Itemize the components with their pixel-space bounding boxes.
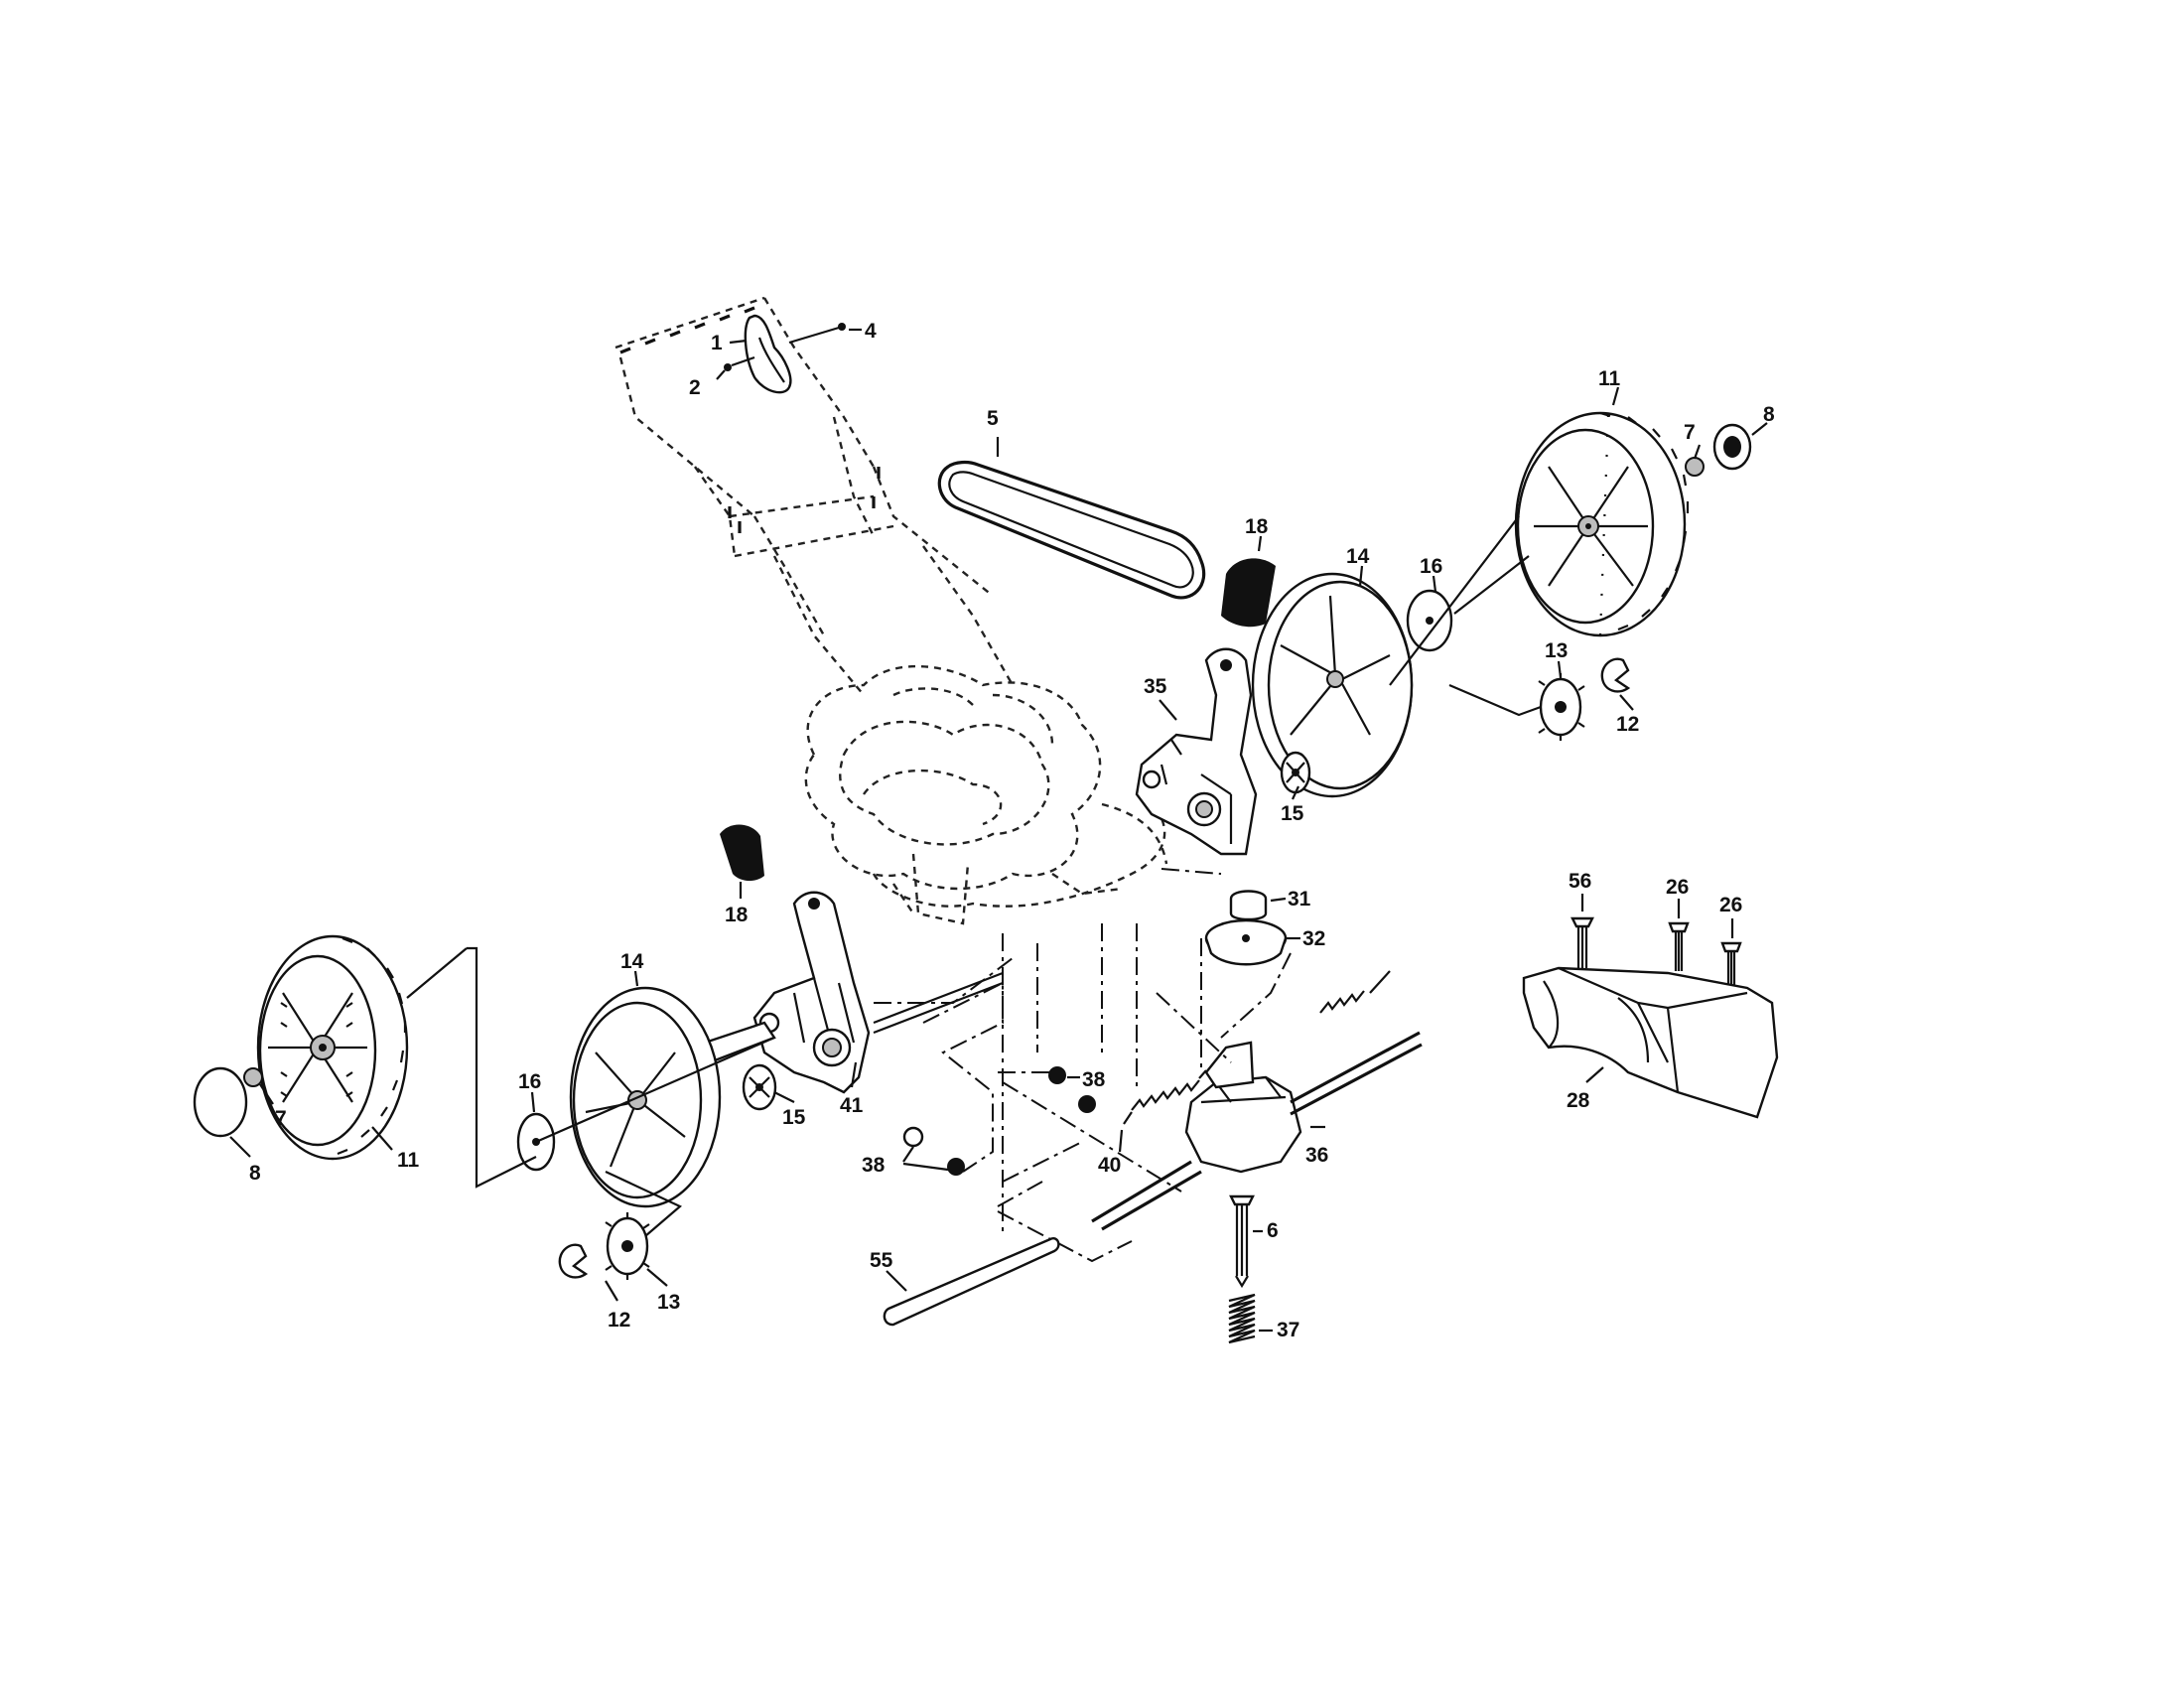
callout-labels: 1 2 4 5 11 7 8 18 14 16 13 12 35 15 18 3…: [249, 320, 1775, 1341]
label-part-18-left: 18: [725, 904, 749, 926]
label-part-38-b: 38: [862, 1154, 886, 1177]
label-part-55: 55: [870, 1249, 893, 1272]
mower-body-outline: [614, 296, 1168, 925]
label-part-36: 36: [1305, 1144, 1328, 1167]
label-part-41: 41: [840, 1094, 864, 1117]
label-part-7-right: 7: [1684, 421, 1696, 444]
label-part-26-a: 26: [1666, 876, 1689, 899]
left-rear-wheel: [193, 934, 409, 1161]
label-part-14-right: 14: [1346, 545, 1370, 568]
label-part-31: 31: [1288, 888, 1311, 911]
label-part-37: 37: [1277, 1319, 1299, 1341]
label-part-8-left: 8: [249, 1162, 261, 1185]
label-part-28: 28: [1567, 1089, 1590, 1112]
label-part-16-right: 16: [1420, 555, 1442, 578]
label-part-40: 40: [1098, 1154, 1121, 1177]
handle-control: [716, 314, 862, 394]
label-part-4: 4: [865, 320, 877, 343]
label-part-32: 32: [1302, 927, 1325, 950]
drive-belt: [937, 437, 1206, 600]
label-part-7-left: 7: [275, 1107, 287, 1130]
label-part-26-b: 26: [1719, 894, 1742, 916]
label-part-35: 35: [1144, 675, 1167, 698]
label-part-56: 56: [1569, 870, 1591, 893]
label-part-13-left: 13: [657, 1291, 680, 1314]
label-part-15-left: 15: [782, 1106, 806, 1129]
label-part-8-right: 8: [1763, 403, 1775, 426]
label-part-1: 1: [711, 332, 723, 354]
left-drive-assembly: [406, 824, 1004, 1302]
label-part-11-right: 11: [1598, 367, 1621, 390]
right-rear-wheel: [1514, 386, 1768, 637]
center-transmission-assembly: [874, 868, 1423, 1344]
rear-cover-assembly: [1522, 894, 1779, 1119]
label-part-11-left: 11: [397, 1149, 420, 1172]
label-part-15-right: 15: [1281, 802, 1304, 825]
label-part-18-right: 18: [1245, 515, 1269, 538]
label-part-13-right: 13: [1545, 639, 1568, 662]
label-part-12-right: 12: [1616, 713, 1639, 736]
label-part-14-left: 14: [620, 950, 644, 973]
right-drive-assembly: [1135, 515, 1634, 856]
label-part-16-left: 16: [518, 1070, 541, 1093]
label-part-6: 6: [1267, 1219, 1279, 1242]
label-part-2: 2: [689, 376, 701, 399]
label-part-38-a: 38: [1082, 1068, 1106, 1091]
label-part-12-left: 12: [608, 1309, 630, 1332]
label-part-5: 5: [987, 407, 999, 430]
